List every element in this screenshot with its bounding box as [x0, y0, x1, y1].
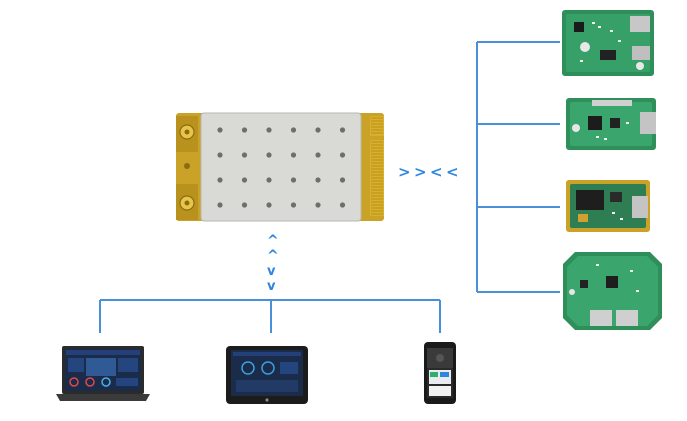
arrow-up-icon: ^	[267, 248, 279, 264]
arrow-left-icon: <	[430, 163, 443, 181]
arrow-down-icon: v	[267, 279, 276, 294]
shield-hole	[241, 127, 248, 133]
shield-hole	[217, 177, 223, 183]
shield-hole	[339, 152, 346, 158]
shield-hole	[315, 177, 321, 183]
shield-holes	[217, 127, 346, 208]
laptop-icon	[56, 346, 150, 401]
pcb-board-4	[563, 252, 662, 330]
shield-hole	[266, 177, 272, 183]
shield-hole	[266, 127, 272, 133]
shield-hole	[315, 202, 321, 208]
device-connector-tree	[99, 299, 441, 333]
horizontal-arrows: > > < <	[398, 163, 459, 181]
shield-hole	[315, 152, 321, 158]
arrow-left-icon: <	[446, 163, 459, 181]
shield-hole	[241, 152, 248, 158]
antenna-connectors	[176, 116, 198, 220]
shield-hole	[217, 202, 223, 208]
shield-hole	[290, 127, 297, 133]
board-connector-tree	[476, 41, 560, 293]
shield-hole	[217, 152, 223, 158]
arrow-right-icon: >	[398, 163, 411, 181]
smartphone-icon	[424, 342, 456, 404]
shield-hole	[290, 152, 297, 158]
shield-hole	[290, 177, 297, 183]
pcb-board-1	[562, 10, 654, 76]
shield-hole	[266, 202, 272, 208]
shield-hole	[217, 127, 223, 133]
arrow-down-icon: v	[267, 264, 276, 279]
shield-hole	[339, 177, 346, 183]
rf-shield	[200, 112, 362, 222]
shield-hole	[266, 152, 272, 158]
shield-hole	[290, 202, 297, 208]
shield-hole	[241, 177, 248, 183]
wifi-module-icon	[176, 112, 384, 222]
shield-hole	[241, 202, 248, 208]
pcb-board-2	[566, 98, 656, 150]
arrow-right-icon: >	[414, 163, 427, 181]
arrow-up-icon: ^	[267, 233, 279, 249]
tablet-icon	[226, 346, 308, 404]
vertical-arrows: ^ ^ v v	[267, 233, 279, 294]
pcb-board-3	[566, 180, 650, 232]
shield-hole	[315, 127, 321, 133]
shield-hole	[339, 202, 346, 208]
shield-hole	[339, 127, 346, 133]
